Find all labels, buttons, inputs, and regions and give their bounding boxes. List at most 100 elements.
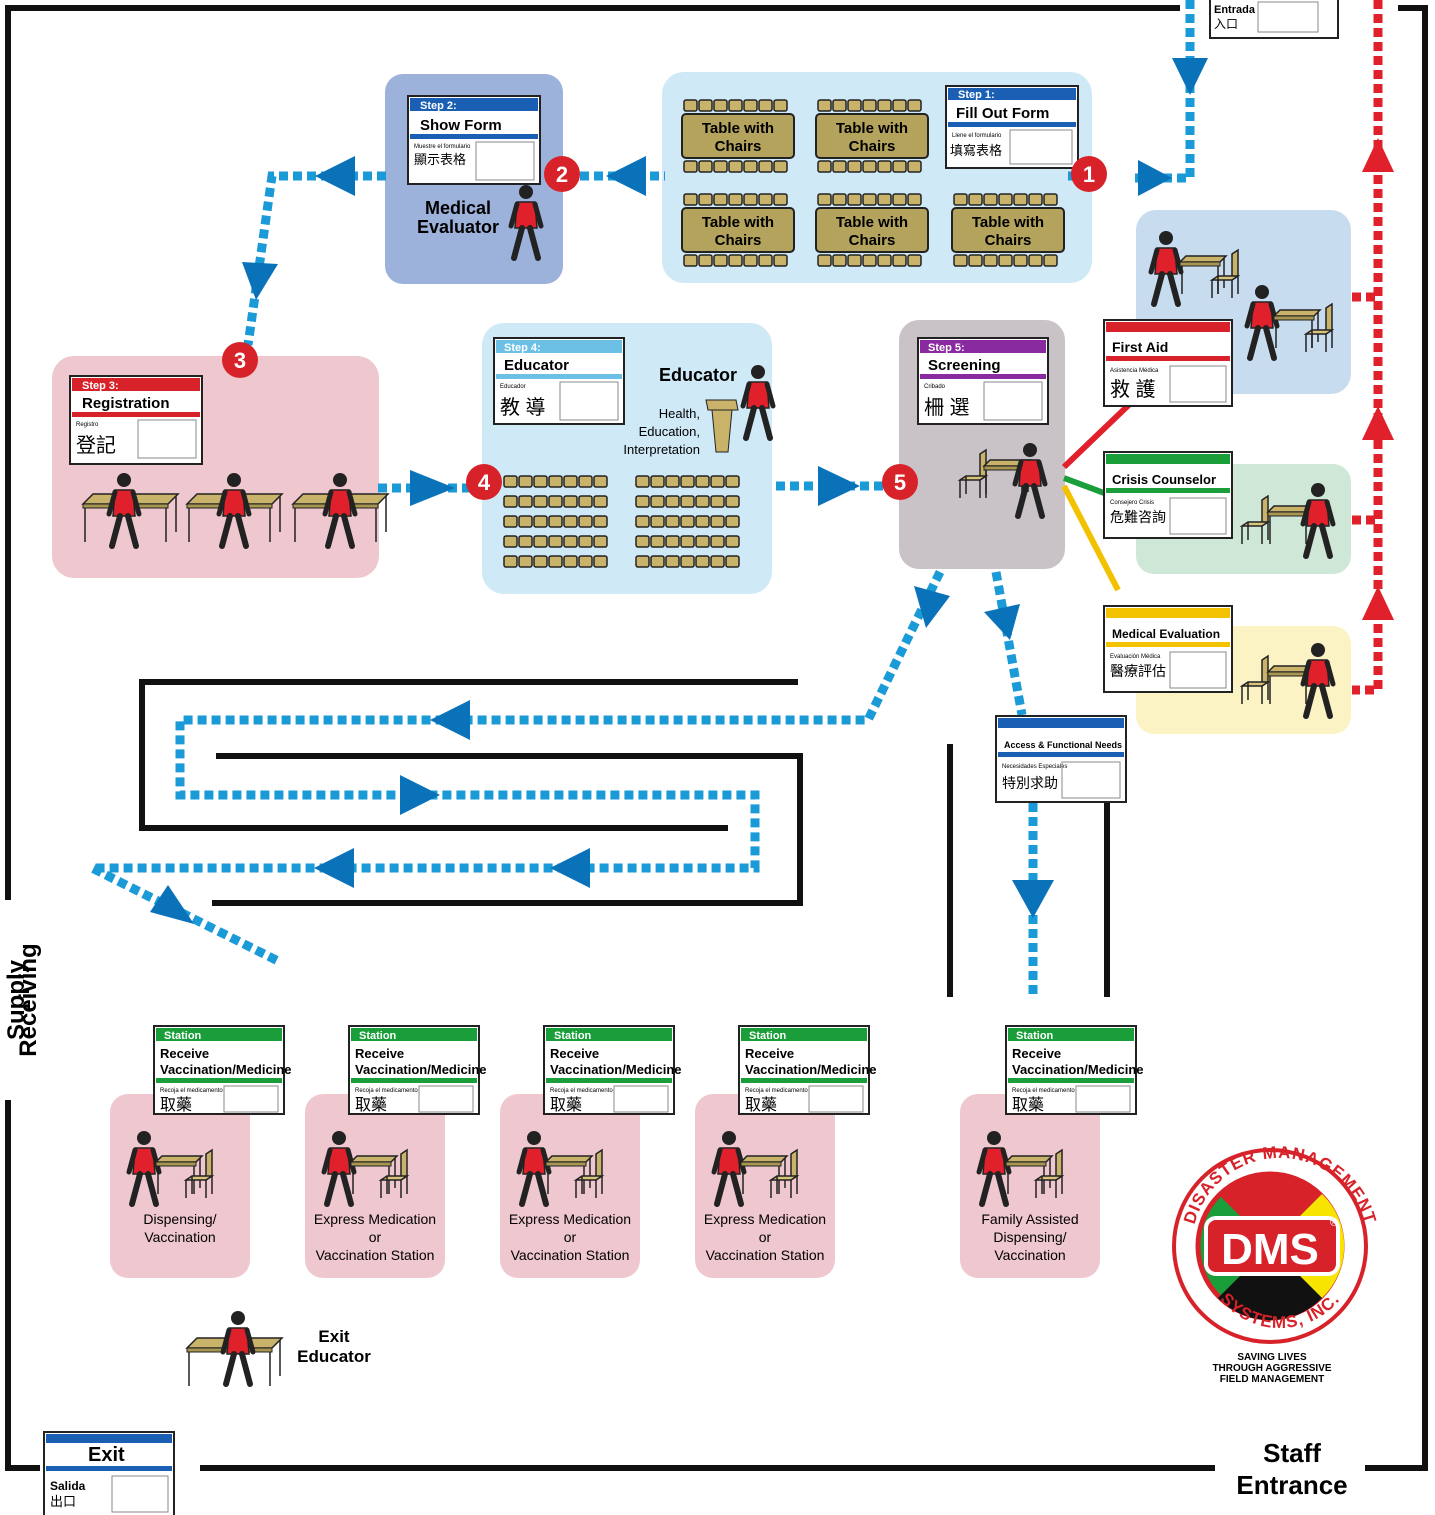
svg-text:Crisis Counselor: Crisis Counselor — [1112, 472, 1216, 487]
station-4: StationReceiveVaccination/MedicineRecoja… — [704, 1025, 877, 1263]
educator-desc: Education, — [639, 424, 700, 439]
svg-text:Necesidades Especiales: Necesidades Especiales — [1002, 764, 1067, 770]
svg-text:Educator: Educator — [504, 357, 569, 374]
svg-text:Cribado: Cribado — [924, 384, 946, 390]
svg-text:出口: 出口 — [50, 1494, 76, 1509]
station-2: StationReceiveVaccination/MedicineRecoja… — [314, 1025, 487, 1263]
svg-text:Step 3:: Step 3: — [82, 380, 119, 392]
station-sign-heading: Receive — [160, 1046, 209, 1061]
exit-educator-label: Educator — [297, 1347, 371, 1366]
svg-text:Fill Out Form: Fill Out Form — [956, 105, 1049, 122]
step3-sign: Step 3: Registration Registro 登記 — [69, 375, 203, 465]
station-sign-title: Station — [749, 1030, 787, 1042]
medical-evaluator-label: Medical — [425, 198, 491, 218]
table-label: Table with — [702, 214, 774, 231]
blue-arrowheads — [150, 58, 1208, 924]
svg-text:®: ® — [1330, 1217, 1338, 1229]
station-label: Dispensing/ — [993, 1229, 1066, 1245]
station-sign-title: Station — [359, 1030, 397, 1042]
svg-text:教 導: 教 導 — [500, 396, 546, 419]
svg-text:FIELD MANAGEMENT: FIELD MANAGEMENT — [1220, 1374, 1324, 1385]
svg-text:入口: 入口 — [1214, 17, 1238, 31]
dms-logo: DMS ® DISASTER MANAGEMENT SYSTEMS, INC. … — [1172, 1143, 1379, 1385]
station-sign-title: Station — [554, 1030, 592, 1042]
svg-text:SAVING LIVES: SAVING LIVES — [1237, 1352, 1307, 1363]
table-label: Table with — [972, 214, 1044, 231]
station-sign-heading: Receive — [550, 1046, 599, 1061]
station-sign-sub-zh: 取藥 — [745, 1096, 777, 1114]
station-sign-sub-es: Recoja el medicamento — [1012, 1088, 1075, 1094]
waiting-tables: Table with Chairs Table with Chairs Tabl… — [681, 99, 1065, 267]
svg-text:Asistencia Médica: Asistencia Médica — [1110, 368, 1159, 374]
station-label: Vaccination — [144, 1229, 215, 1245]
svg-text:顯示表格: 顯示表格 — [414, 152, 466, 167]
station-sign-heading: Vaccination/Medicine — [160, 1062, 292, 1077]
first-aid-sign: First Aid Asistencia Médica 救 護 — [1103, 319, 1233, 407]
table-label: Table with — [836, 214, 908, 231]
svg-text:柵 選: 柵 選 — [924, 396, 970, 419]
entrance-sign: Entrada 入口 — [1209, 0, 1339, 39]
step4-sign: Step 4: Educator Educador 教 導 — [493, 337, 625, 425]
svg-text:Registration: Registration — [82, 395, 170, 412]
svg-text:Medical Evaluation: Medical Evaluation — [1112, 627, 1220, 641]
supply-receiving-label: Supply Receiving — [3, 943, 42, 1056]
svg-text:2: 2 — [556, 162, 568, 187]
svg-text:Salida: Salida — [50, 1479, 86, 1493]
station-label: or — [369, 1229, 382, 1245]
crisis-counselor-sign: Crisis Counselor Consejero Crisis 危難咨詢 — [1103, 451, 1233, 539]
svg-text:危難咨詢: 危難咨詢 — [1110, 509, 1166, 525]
svg-text:Show Form: Show Form — [420, 117, 502, 134]
table-label: Chairs — [849, 232, 896, 249]
station-label: Dispensing/ — [143, 1211, 216, 1227]
svg-text:Consejero Crisis: Consejero Crisis — [1110, 500, 1154, 506]
svg-text:Step 1:: Step 1: — [958, 89, 995, 101]
station-sign-heading: Receive — [355, 1046, 404, 1061]
table-label: Table with — [702, 120, 774, 137]
station-label: or — [759, 1229, 772, 1245]
educator-desc: Health, — [659, 406, 700, 421]
station-sign-heading: Receive — [1012, 1046, 1061, 1061]
station-label: Express Medication — [704, 1211, 826, 1227]
station-label: Express Medication — [314, 1211, 436, 1227]
svg-text:Evaluación Médica: Evaluación Médica — [1110, 654, 1161, 660]
step5-sign: Step 5: Screening Cribado 柵 選 — [917, 337, 1049, 425]
station-sign-sub-zh: 取藥 — [160, 1096, 192, 1114]
station-sign-title: Station — [164, 1030, 202, 1042]
dispensing-stations: StationReceiveVaccination/MedicineRecoja… — [129, 1025, 1144, 1263]
staff-entrance-label: Staff — [1263, 1438, 1321, 1468]
svg-text:Exit: Exit — [88, 1444, 125, 1466]
svg-text:Supply: Supply — [3, 959, 30, 1040]
building-walls — [5, 5, 1428, 1471]
educator-desc: Interpretation — [623, 442, 700, 457]
table-label: Chairs — [715, 232, 762, 249]
svg-text:登記: 登記 — [76, 434, 116, 457]
svg-text:Registro: Registro — [76, 422, 99, 428]
station-sign-title: Station — [1016, 1030, 1054, 1042]
svg-text:Step 4:: Step 4: — [504, 342, 541, 354]
station-sign-heading: Receive — [745, 1046, 794, 1061]
red-return-route — [1352, 0, 1383, 695]
svg-text:Llene el formulario: Llene el formulario — [952, 133, 1002, 139]
table-label: Table with — [836, 120, 908, 137]
svg-text:5: 5 — [894, 470, 906, 495]
svg-text:Receiving: Receiving — [15, 943, 42, 1056]
station-sign-sub-es: Recoja el medicamento — [550, 1088, 613, 1094]
svg-text:1: 1 — [1083, 162, 1095, 187]
station-1: StationReceiveVaccination/MedicineRecoja… — [129, 1025, 292, 1245]
svg-text:Muestre el formulario: Muestre el formulario — [414, 144, 471, 150]
step1-sign: Step 1: Fill Out Form Llene el formulari… — [945, 85, 1079, 169]
medical-evaluator-label: Evaluator — [417, 217, 499, 237]
station-label: Family Assisted — [981, 1211, 1078, 1227]
svg-text:特別求助: 特別求助 — [1002, 775, 1058, 791]
svg-text:4: 4 — [478, 470, 491, 495]
station-label: Vaccination Station — [316, 1247, 435, 1263]
station-label: Vaccination — [994, 1247, 1065, 1263]
podium — [705, 399, 739, 453]
exit-educator-desk — [186, 1311, 283, 1386]
table-label: Chairs — [849, 138, 896, 155]
screening-branches — [1061, 395, 1139, 592]
station-sign-sub-es: Recoja el medicamento — [355, 1088, 418, 1094]
step2-sign: Step 2: Show Form Muestre el formulario … — [407, 95, 541, 185]
station-sign-sub-es: Recoja el medicamento — [160, 1088, 223, 1094]
